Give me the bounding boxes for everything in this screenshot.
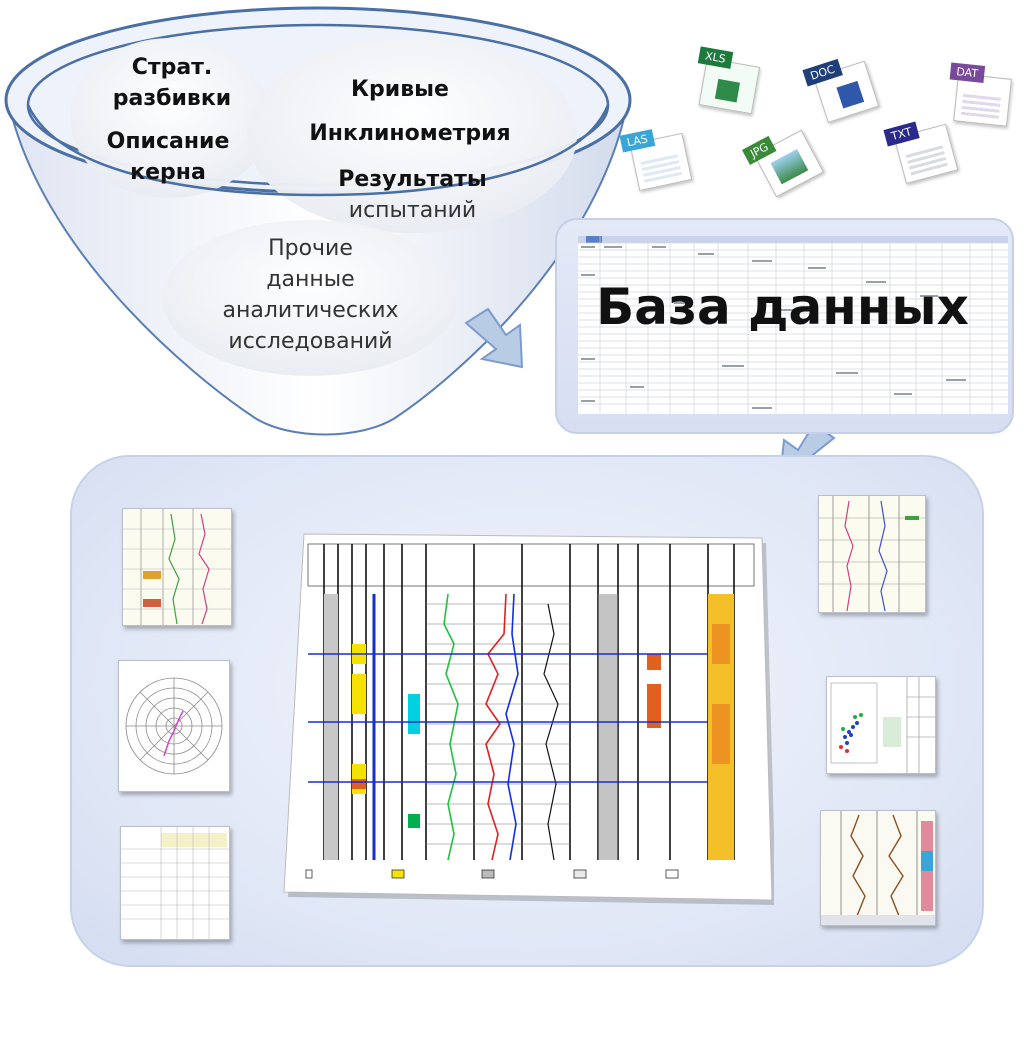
funnel-item-inclinometry: Инклинометрия	[309, 121, 511, 146]
funnel-item-other: Прочие данные аналитических исследований	[222, 236, 399, 354]
main-well-log	[283, 533, 774, 905]
bubble-curves	[247, 37, 577, 233]
dat-file-icon: DAT	[945, 62, 1021, 130]
jpg-file-icon: JPG	[742, 117, 832, 203]
thumbnail-table-left	[120, 826, 230, 940]
thumbnail-crossplot	[826, 676, 936, 774]
thumbnail-log-right-2	[820, 810, 936, 926]
arrow-funnel-to-db-icon	[464, 307, 524, 369]
thumbnail-log-right-1	[818, 495, 926, 613]
thumbnail-log-left-1	[122, 508, 232, 626]
bubble-strat	[70, 38, 270, 198]
las-file-icon: LAS	[619, 121, 701, 194]
funnel	[4, 6, 632, 436]
thumbnail-rose-diagram	[118, 660, 230, 792]
funnel-item-curves: Кривые	[351, 77, 449, 102]
txt-file-icon: TXT	[883, 112, 966, 188]
spreadsheet-grid	[578, 236, 1008, 414]
database-title: База данных	[596, 278, 969, 336]
doc-file-icon: DOC	[802, 49, 887, 128]
funnel-item-tests: Результаты испытаний	[338, 167, 487, 223]
spreadsheet-thumbnail	[578, 236, 1008, 414]
xls-file-icon: XLS	[690, 46, 769, 117]
funnel-item-core: Описание керна	[106, 129, 230, 185]
funnel-item-strat: Страт. разбивки	[112, 55, 232, 111]
bubble-other	[162, 220, 458, 376]
